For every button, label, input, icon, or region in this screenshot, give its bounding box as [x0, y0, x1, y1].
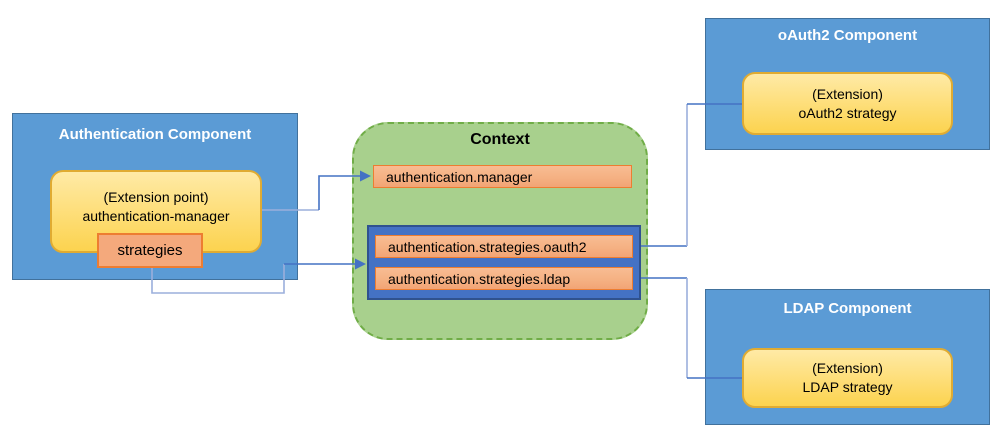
strategies-box: strategies: [97, 233, 203, 268]
ldap-extension-line2: LDAP strategy: [802, 379, 893, 395]
ldap-extension-line1: (Extension): [812, 360, 883, 376]
ldap-component-title: LDAP Component: [783, 300, 912, 317]
context-entry-strategies-ldap: authentication.strategies.ldap: [375, 267, 633, 290]
context-entry-strategies-oauth2: authentication.strategies.oauth2: [375, 235, 633, 258]
context-title: Context: [470, 131, 530, 148]
context-entry-authentication-manager-label: authentication.manager: [386, 168, 533, 185]
ldap-extension-box: (Extension) LDAP strategy: [742, 348, 953, 408]
strategies-label: strategies: [117, 242, 183, 259]
extension-point-line2: authentication-manager: [82, 207, 230, 224]
authentication-component-title: Authentication Component: [58, 126, 252, 143]
context-entry-strategies-ldap-label: authentication.strategies.ldap: [388, 270, 571, 287]
oauth2-extension-line2: oAuth2 strategy: [798, 104, 897, 121]
oauth2-extension-box: (Extension) oAuth2 strategy: [742, 72, 953, 135]
oauth2-component-title: oAuth2 Component: [777, 27, 918, 44]
extension-point-box: (Extension point) authentication-manager: [50, 170, 262, 253]
oauth2-extension-line1: (Extension): [812, 85, 883, 102]
extension-point-line1: (Extension point): [103, 188, 209, 205]
context-entry-authentication-manager: authentication.manager: [373, 165, 632, 188]
context-entry-strategies-oauth2-label: authentication.strategies.oauth2: [388, 238, 587, 255]
